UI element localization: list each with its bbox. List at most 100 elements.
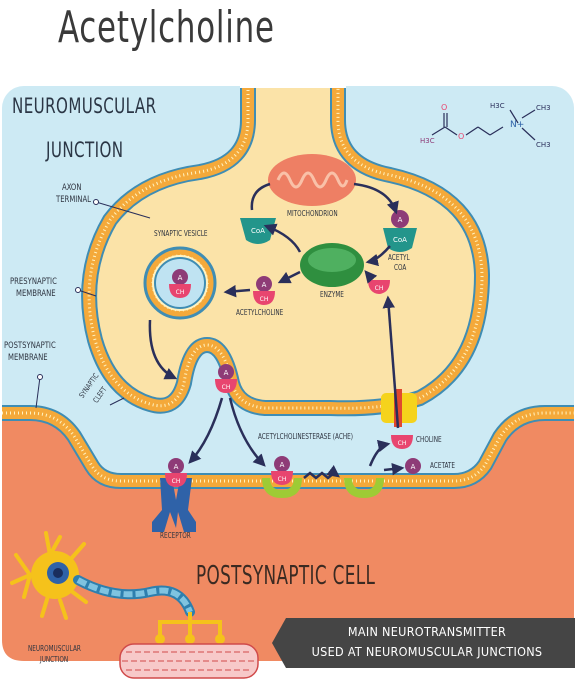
label-mitochondrion: Mitochondrion	[287, 209, 338, 218]
arrow-coa-mito	[250, 182, 271, 211]
postsynaptic-cell	[2, 420, 574, 661]
info-banner	[272, 618, 575, 668]
presynaptic-membrane-lipids	[87, 86, 484, 410]
formula-ch3-top: CH3	[536, 104, 551, 112]
mark-a-released: A	[224, 369, 229, 377]
leader-cleft	[109, 397, 125, 406]
acetyl-coa-acetyl	[391, 210, 409, 228]
label-postsynaptic-cell: Postsynaptic cell	[196, 561, 376, 591]
page-title: Acetylcholine	[58, 2, 275, 53]
mark-a-product: A	[411, 463, 416, 471]
arrow-mito-acetylcoa	[353, 182, 399, 215]
mitochondrion-cristae	[276, 171, 349, 189]
label-junction: junction	[46, 138, 124, 162]
formula-h3c-left: H3C	[420, 137, 435, 145]
mark-ch-intracellular: CH	[375, 285, 384, 292]
banner-line-2: used at neuromuscular junctions	[311, 644, 543, 659]
mark-ch-product: CH	[398, 440, 407, 447]
arrow-to-choline	[368, 439, 391, 467]
ache-1	[262, 478, 302, 498]
mitochondrion	[268, 154, 356, 206]
mark-ch-receptor: CH	[172, 478, 181, 485]
mark-a-vesicle: A	[178, 274, 183, 282]
label-presynaptic-membrane: membrane	[16, 289, 56, 299]
mark-a-acetylcoa: A	[398, 216, 403, 224]
label-choline: Choline	[416, 435, 442, 444]
released-ach-choline	[215, 379, 237, 393]
arrow-to-acetate	[383, 462, 405, 476]
ach-choline	[253, 291, 275, 305]
leader-axon-terminal	[95, 201, 151, 219]
acetate-product	[405, 458, 421, 474]
arrow-enzyme-coa	[263, 223, 302, 253]
vesicle-ach-choline	[169, 284, 191, 298]
ache-2	[344, 478, 384, 498]
receptor	[152, 478, 196, 532]
label-presynaptic: Presynaptic	[10, 277, 57, 287]
mark-coa-right: CoA	[393, 236, 407, 244]
info-banner-text: Main neurotransmitter used at neuromuscu…	[282, 622, 572, 662]
structural-formula	[431, 109, 536, 141]
leader-postsynaptic	[35, 376, 41, 409]
axon-top-mask	[240, 80, 346, 88]
leader-dot-presynaptic	[75, 287, 81, 293]
leader-presynaptic	[77, 289, 97, 297]
label-acetyl: Acetyl	[388, 253, 410, 262]
arrow-choline-enzyme	[364, 270, 378, 284]
vesicle-ach-acetyl	[172, 269, 188, 285]
label-ache: Acetylcholinesterase (AChE)	[258, 432, 354, 441]
axon-terminal	[89, 86, 482, 409]
ach-acetyl	[256, 276, 272, 292]
arrow-enzyme-ach	[277, 270, 301, 284]
formula-h3c-top: H3C	[490, 102, 505, 110]
label-nmj-small-junction: junction	[40, 655, 69, 664]
formula-o-top: O	[441, 103, 447, 112]
ache-ach-acetyl	[274, 456, 290, 472]
label-nmj-small: Neuromuscular	[28, 644, 81, 653]
acetyl-coa-coa	[383, 228, 417, 252]
released-ach-acetyl	[218, 364, 234, 380]
leader-dot-postsynaptic	[37, 374, 43, 380]
choline-product	[391, 435, 413, 449]
arrow-vesicle-release	[148, 319, 178, 380]
arrow-ach-ache	[228, 397, 266, 467]
label-axon: Axon	[62, 183, 82, 193]
neuron-illustration	[10, 531, 225, 644]
formula-o-mid: O	[458, 132, 464, 141]
label-receptor: Receptor	[160, 531, 191, 540]
arrow-ach-receptor	[188, 397, 224, 464]
mark-ch-released: CH	[222, 384, 231, 391]
leader-dot-axon	[93, 199, 99, 205]
formula-n-plus: N+	[510, 120, 524, 130]
arrow-hydrolysis	[303, 465, 340, 480]
arrow-ach-vesicle	[223, 284, 251, 298]
mark-ch-ach: CH	[260, 296, 269, 303]
receptor-ach-acetyl	[168, 458, 184, 474]
receptor-ach-choline	[165, 473, 187, 487]
label-postsynaptic-membrane: membrane	[8, 353, 48, 363]
label-terminal: terminal	[56, 195, 91, 205]
label-postsynaptic: Postsynaptic	[4, 341, 56, 351]
arrow-acetylcoa-enzyme	[365, 245, 391, 267]
label-acetate: Acetate	[430, 461, 456, 470]
mark-ch-ache: CH	[278, 476, 287, 483]
muscle-fiber	[119, 643, 259, 679]
transporter-channel	[394, 389, 402, 427]
mark-a-ach: A	[262, 281, 267, 289]
label-acetylcholine: Acetylcholine	[236, 308, 284, 317]
formula-ch3-bottom: CH3	[536, 141, 551, 149]
mark-a-ache: A	[280, 461, 285, 469]
label-neuromuscular: Neuromuscular	[12, 94, 157, 118]
mark-coa-left: CoA	[251, 227, 265, 235]
label-synaptic-vesicle: Synaptic vesicle	[154, 229, 208, 238]
label-coa: CoA	[394, 263, 407, 272]
mark-ch-vesicle: CH	[176, 289, 185, 296]
arrow-choline-reuptake	[382, 295, 400, 429]
mark-a-receptor: A	[174, 463, 179, 471]
ache-ach-choline	[271, 471, 293, 485]
enzyme-highlight	[308, 248, 356, 272]
banner-line-1: Main neurotransmitter	[347, 624, 507, 639]
label-enzyme: Enzyme	[320, 290, 344, 299]
